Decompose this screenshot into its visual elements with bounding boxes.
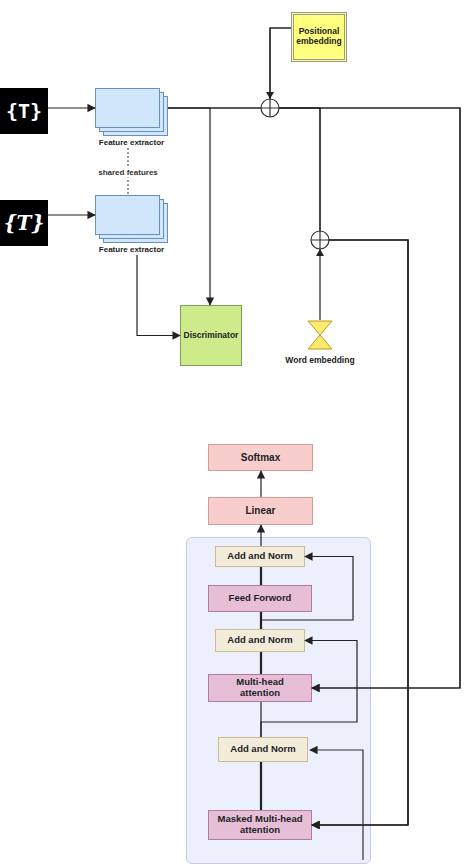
connector — [48, 107, 95, 108]
node-text: Masked Multi-head attention — [211, 814, 309, 836]
node-text: Word embedding — [270, 356, 370, 366]
layer-box: Feed Forword — [208, 585, 312, 612]
connector — [260, 525, 261, 546]
layer-box: Masked Multi-head attention — [208, 810, 312, 840]
add-cross — [261, 99, 279, 117]
layer-box: Multi-head attention — [208, 674, 312, 702]
embedding-box: Positional embedding — [291, 12, 347, 62]
edge-label: shared features — [96, 166, 160, 177]
feature-extractor: Feature extractor — [95, 195, 168, 255]
hourglass-shape — [307, 320, 333, 350]
connector — [168, 108, 408, 825]
connector — [312, 240, 408, 825]
feature-extractor: Feature extractor — [95, 88, 168, 148]
output-box: Linear — [208, 497, 313, 525]
add-cross — [311, 231, 329, 249]
stack-layer — [95, 195, 160, 235]
connector — [168, 108, 210, 305]
node-text: Multi-head attention — [225, 677, 295, 699]
node-text: Add and Norm — [230, 744, 295, 755]
norm-box: Add and Norm — [218, 737, 308, 762]
word-embedding: Word embedding — [280, 320, 360, 370]
node-text: {T} — [4, 212, 45, 235]
node-text: Feed Forword — [229, 593, 292, 604]
node-text: Linear — [245, 505, 275, 517]
connector — [270, 28, 460, 688]
node-text: Feature extractor — [85, 245, 178, 254]
discriminator-box: Discriminator — [180, 305, 242, 366]
connector — [48, 214, 95, 215]
connector — [137, 255, 180, 336]
connector — [260, 652, 262, 674]
input-image: {T} — [0, 88, 48, 134]
connector — [270, 28, 408, 825]
connector — [168, 108, 460, 688]
connector — [261, 557, 353, 630]
stack-layer — [95, 88, 160, 128]
connector — [261, 641, 357, 738]
hourglass-outline — [308, 321, 332, 349]
arrow-head — [316, 249, 324, 256]
node-text: Positional embedding — [294, 27, 344, 47]
node-text: Add and Norm — [227, 635, 292, 646]
norm-box: Add and Norm — [215, 546, 305, 567]
node-text: Softmax — [241, 452, 280, 464]
residual-input-line — [310, 750, 363, 860]
decoder-band: Add and NormFeed ForwordAdd and NormMult… — [186, 537, 371, 864]
output-box: Softmax — [208, 444, 313, 471]
input-image: {T} — [0, 200, 48, 246]
norm-box: Add and Norm — [215, 629, 305, 652]
add-symbol — [261, 99, 279, 117]
node-text: Feature extractor — [85, 138, 178, 147]
add-symbol — [311, 231, 329, 249]
connector — [260, 762, 262, 810]
connector-group — [48, 28, 460, 825]
node-text: Discriminator — [184, 331, 239, 341]
connector — [260, 471, 261, 497]
connector — [260, 567, 262, 585]
node-text: {T} — [6, 100, 42, 123]
node-text: Add and Norm — [227, 551, 292, 562]
arrow-head — [266, 92, 274, 99]
layout-symbols — [261, 92, 363, 860]
